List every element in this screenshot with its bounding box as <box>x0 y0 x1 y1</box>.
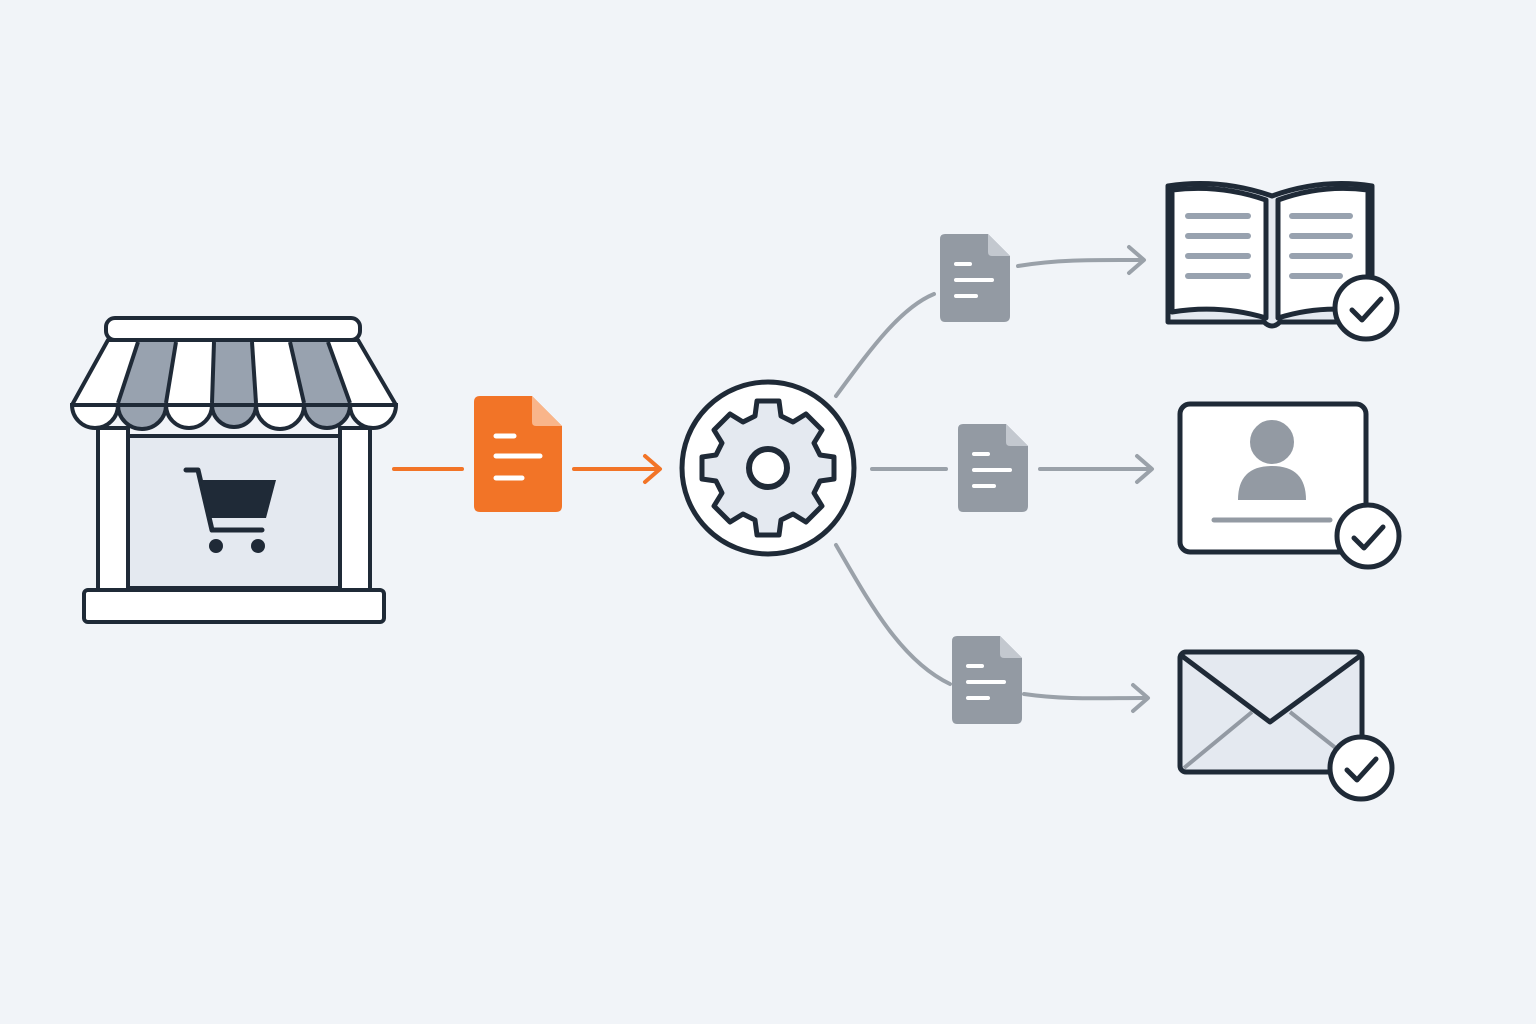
check-icon <box>1334 502 1402 570</box>
document-icon <box>952 636 1022 724</box>
document-icon <box>958 424 1028 512</box>
user-card-icon <box>1177 401 1369 555</box>
check-icon <box>1332 274 1400 342</box>
arrowhead <box>643 454 662 484</box>
avatar <box>1250 420 1294 464</box>
envelope-icon <box>1177 649 1365 775</box>
connectors <box>392 245 1154 713</box>
edge-processor-to-doc-ledger <box>834 292 936 398</box>
storefront-with-cart-icon <box>69 316 399 624</box>
arrowhead <box>1131 683 1150 713</box>
document-icon <box>940 234 1010 322</box>
edge-doc-email-to-email <box>1022 692 1148 701</box>
arrowhead <box>1127 245 1146 275</box>
check-icon <box>1327 734 1395 802</box>
edge-processor-to-doc-email <box>834 543 952 686</box>
edge-doc-ledger-to-ledger <box>1016 257 1144 268</box>
gear-icon <box>679 379 857 557</box>
document-icon <box>474 396 562 512</box>
open-book-icon <box>1165 181 1375 329</box>
arrowhead <box>1135 454 1154 484</box>
cart-icon <box>183 467 276 553</box>
